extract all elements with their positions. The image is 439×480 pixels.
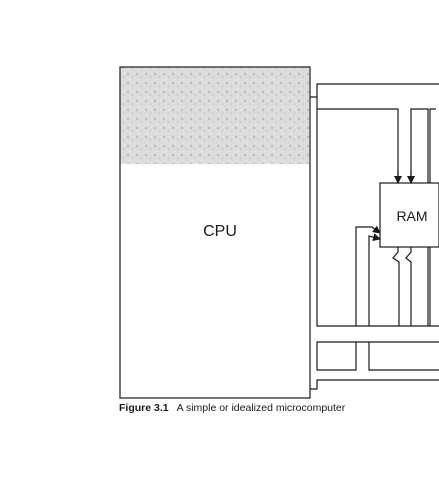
ram-outline <box>379 182 439 248</box>
ram-label: RAM <box>396 208 427 224</box>
lower-bus <box>310 341 439 390</box>
cpu-shaded-region <box>120 67 309 164</box>
cpu-outline <box>119 66 311 399</box>
cpu-block: CPU <box>119 66 311 399</box>
figure-label: Figure 3.1 <box>119 402 169 414</box>
ram-to-lower-bus <box>355 225 412 326</box>
ram-block: RAM <box>379 182 439 248</box>
cpu-label: CPU <box>203 223 237 240</box>
ram-input-arrows <box>394 170 415 184</box>
figure-caption-text: A simple or idealized microcomputer <box>176 402 346 414</box>
figure-caption: Figure 3.1 A simple or idealized microcom… <box>119 402 429 414</box>
